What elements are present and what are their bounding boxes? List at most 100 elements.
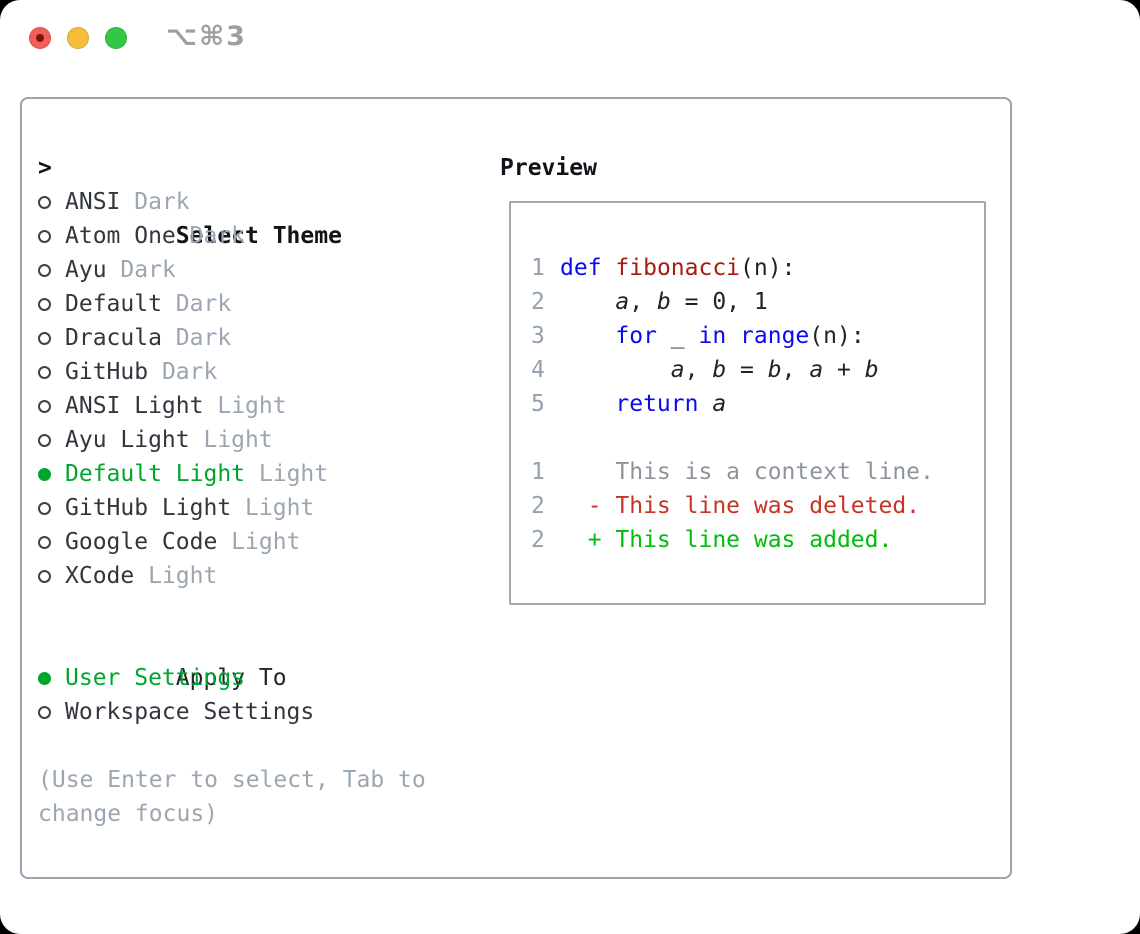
code-line: 4 a, b = b, a + b [531, 353, 934, 387]
option-label: Ayu [65, 257, 107, 283]
option-label: Ayu Light [65, 427, 190, 453]
line-number [531, 421, 560, 455]
apply-option-workspace-settings[interactable]: Workspace Settings [36, 695, 482, 729]
option-variant: Dark [120, 257, 176, 283]
unsaved-dot-icon [36, 34, 44, 42]
radio-circle-icon [38, 331, 51, 345]
radio-circle-icon [38, 433, 51, 447]
apply-option-user-settings[interactable]: User Settings [36, 661, 482, 695]
code-segment: (n): [740, 255, 796, 281]
keyboard-hint: (Use Enter to select, Tab to change focu… [38, 767, 426, 827]
code-segment: , [629, 289, 657, 315]
code-segment: range [740, 323, 810, 349]
option-variant: Light [148, 563, 218, 589]
radio-circle-icon [38, 399, 51, 413]
option-label: Dracula [65, 325, 162, 351]
code-segment [560, 323, 615, 349]
code-segment: , [684, 357, 713, 383]
theme-option-ansi-light[interactable]: ANSI Light Light [36, 389, 482, 423]
theme-option-dracula[interactable]: Dracula Dark [36, 321, 482, 355]
code-segment: + [823, 357, 865, 383]
code-segment [560, 391, 615, 417]
radio-circle-icon [38, 229, 51, 243]
radio-circle-icon [38, 501, 51, 515]
radio-circle-icon [38, 535, 51, 549]
code-segment: a [809, 357, 824, 383]
close-button[interactable] [29, 27, 51, 49]
code-segment: + This line was added. [560, 527, 893, 553]
option-variant: Light [217, 393, 287, 419]
code-segment [602, 255, 616, 281]
code-line [531, 421, 934, 455]
radio-selected-icon [38, 671, 51, 685]
radio-circle-icon [38, 263, 51, 277]
radio-circle-icon [38, 195, 51, 209]
theme-option-default[interactable]: Default Dark [36, 287, 482, 321]
option-variant: Dark [175, 291, 232, 317]
theme-option-ayu[interactable]: Ayu Dark [36, 253, 482, 287]
option-variant: Light [203, 427, 273, 453]
code-segment: def [560, 255, 602, 281]
code-segment: = 0, 1 [670, 289, 768, 315]
code-line: 1 This is a context line. [531, 455, 934, 489]
option-label: Default [65, 291, 162, 317]
code-segment: - This line was deleted. [560, 493, 921, 519]
code-segment [698, 391, 712, 417]
line-number: 2 [531, 527, 545, 553]
option-label: Workspace Settings [65, 699, 315, 725]
select-theme-header: > Select Theme [36, 151, 482, 249]
option-variant: Light [258, 461, 329, 487]
preview-title: Preview [500, 155, 597, 181]
line-number: 2 [531, 289, 545, 315]
code-segment: in [698, 323, 727, 349]
theme-option-ayu-light[interactable]: Ayu Light Light [36, 423, 482, 457]
radio-circle-icon [38, 705, 51, 719]
title-bar: ⌥⌘3 [0, 0, 1140, 76]
line-number: 1 [531, 459, 545, 485]
code-segment: This is a context line. [560, 459, 934, 485]
code-line: 5 return a [531, 387, 934, 421]
code-segment: a [615, 289, 630, 315]
option-label: Google Code [65, 529, 218, 555]
select-theme-title: Select Theme [175, 223, 342, 249]
code-segment: _ [656, 323, 699, 349]
code-line: 2 + This line was added. [531, 523, 934, 557]
code-segment: = [726, 357, 768, 383]
option-variant: Dark [175, 325, 232, 351]
option-label: User Settings [65, 665, 246, 691]
code-line: 2 a, b = 0, 1 [531, 285, 934, 319]
code-line: 3 for _ in range(n): [531, 319, 934, 353]
code-segment [726, 323, 740, 349]
spacer [36, 593, 482, 627]
code-segment: , [781, 357, 810, 383]
option-label: ANSI Light [65, 393, 204, 419]
option-label: Atom One [65, 223, 176, 249]
code-segment: b [712, 357, 727, 383]
zoom-button[interactable] [105, 27, 127, 49]
theme-option-default-light[interactable]: Default Light Light [36, 457, 482, 491]
apply-to-header: Apply To [36, 627, 482, 691]
minimize-button[interactable] [67, 27, 89, 49]
spacer [36, 729, 482, 763]
option-label: Default Light [65, 461, 246, 487]
window-shortcut-label: ⌥⌘3 [166, 21, 247, 52]
code-segment: for [615, 323, 657, 349]
code-segment [560, 289, 615, 315]
line-number: 5 [531, 391, 545, 417]
line-number: 1 [531, 255, 545, 281]
line-number: 4 [531, 357, 545, 383]
line-number: 2 [531, 493, 545, 519]
code-segment: b [767, 357, 782, 383]
